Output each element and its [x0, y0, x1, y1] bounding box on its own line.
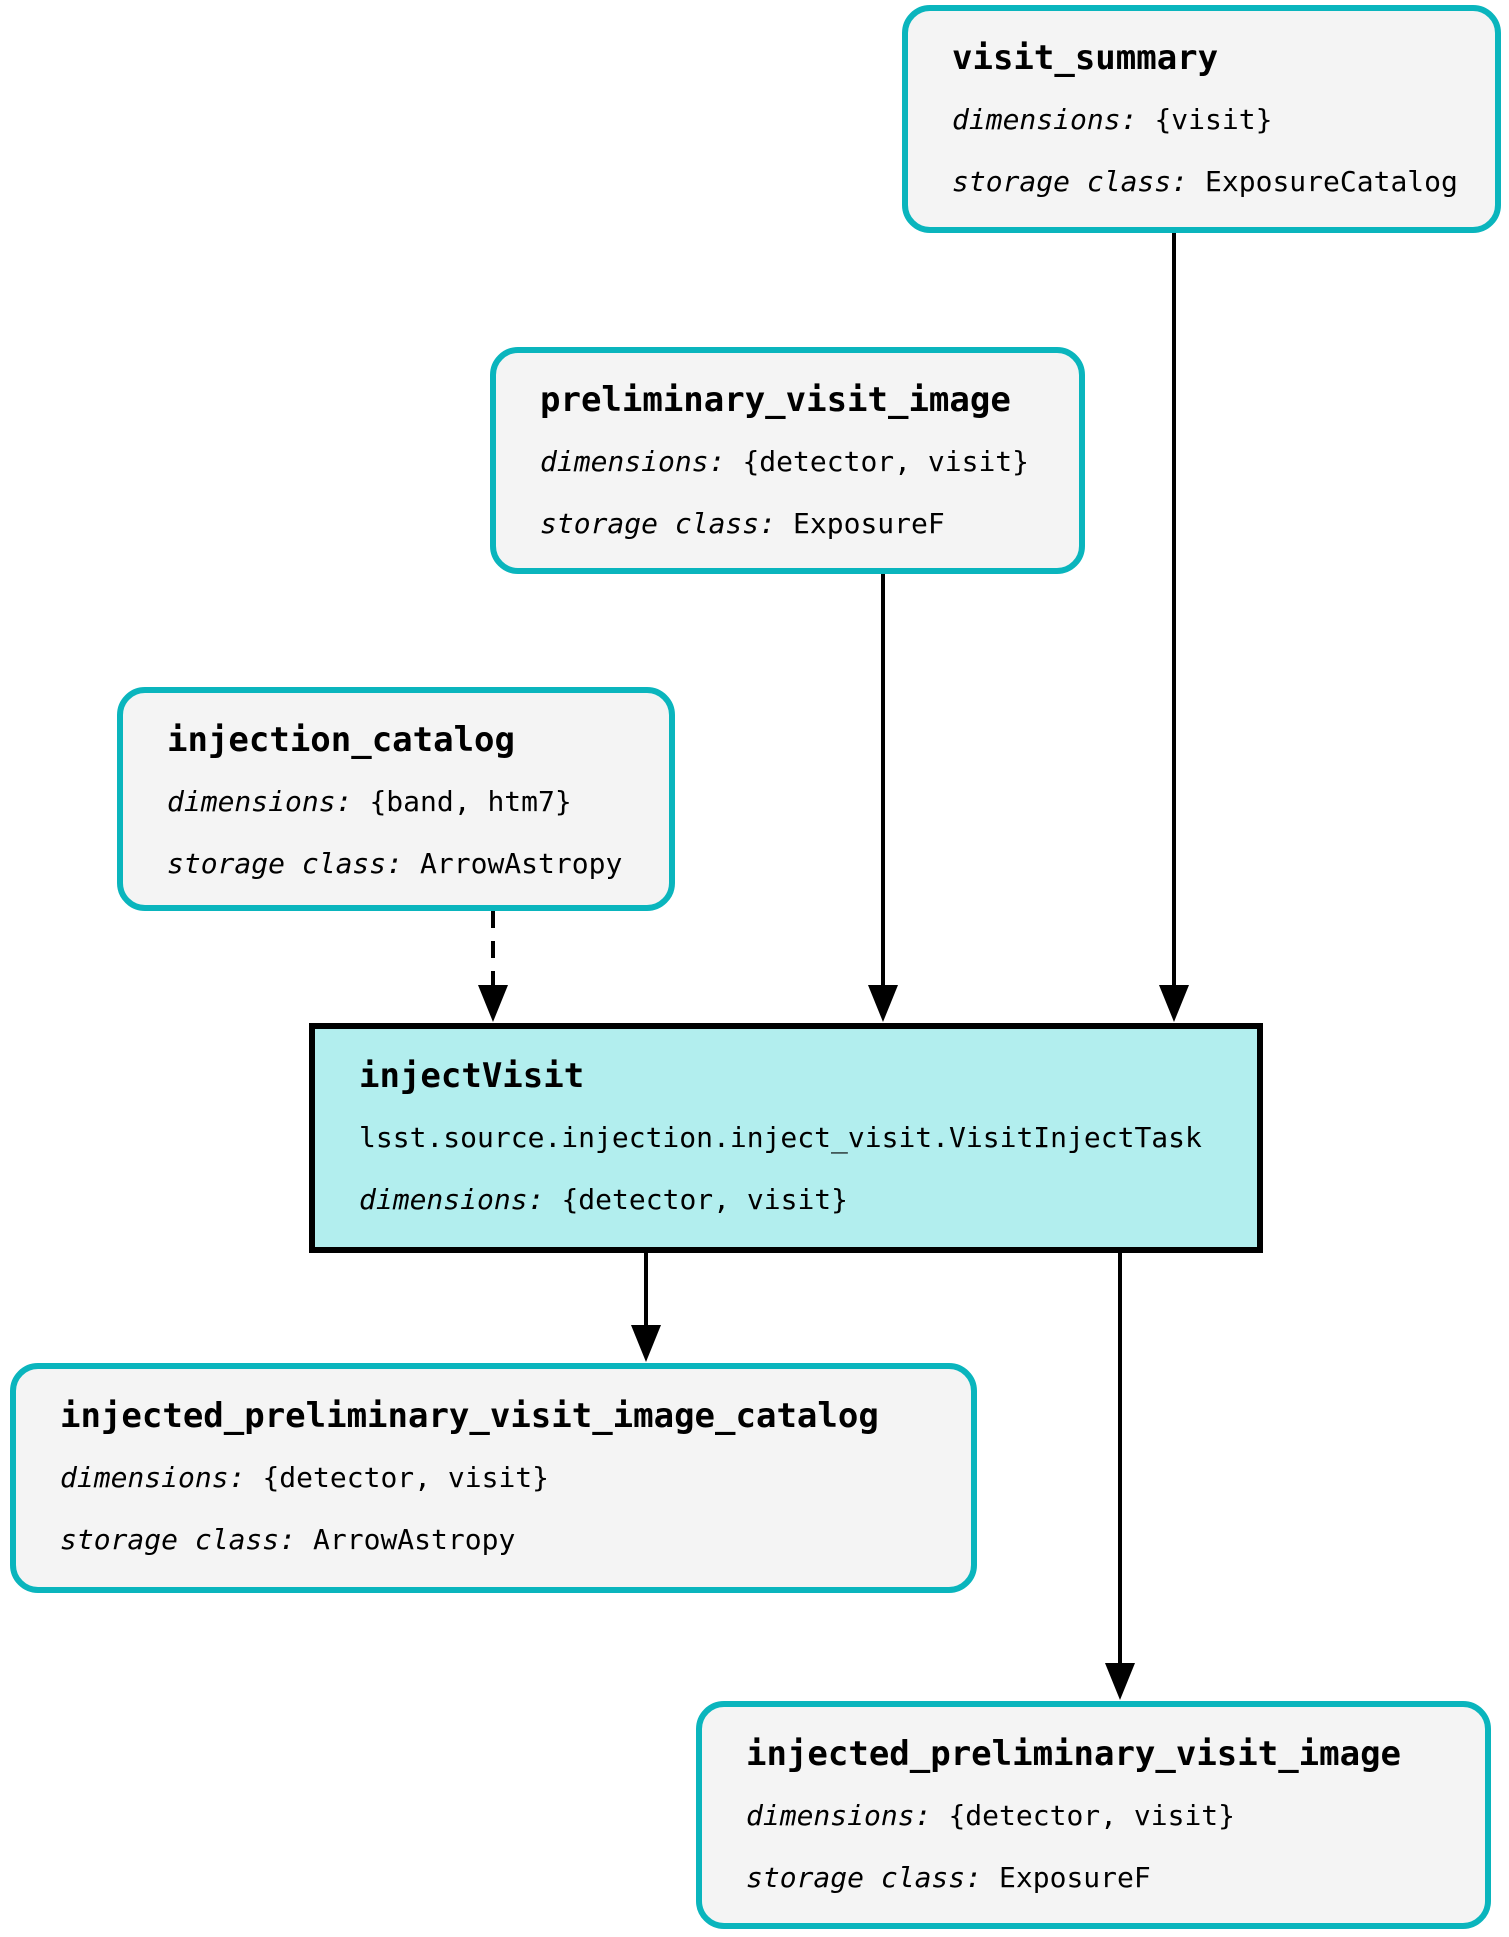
storage-class-label: storage class: [746, 1861, 983, 1894]
dimensions-value: {band, htm7} [369, 785, 572, 818]
storage-class-value: ExposureCatalog [1205, 165, 1458, 198]
arrowhead-icon [478, 985, 508, 1022]
task-title: injectVisit [359, 1056, 585, 1096]
dataset-node-preliminary-visit-image: preliminary_visit_image dimensions: {dete… [490, 347, 1085, 574]
dimensions-row: dimensions: {band, htm7} [167, 783, 649, 821]
storage-class-row: storage class: ExposureF [540, 505, 1059, 543]
dimensions-value: {visit} [1154, 103, 1273, 136]
dimensions-label: dimensions: [167, 785, 353, 818]
dimensions-label: dimensions: [540, 445, 726, 478]
arrowhead-icon [868, 985, 898, 1022]
dataset-title: visit_summary [952, 38, 1219, 78]
dataset-node-injected-preliminary-visit-image: injected_preliminary_visit_image dimensi… [696, 1701, 1491, 1929]
dimensions-row: dimensions: {visit} [952, 101, 1475, 139]
storage-class-row: storage class: ArrowAstropy [167, 845, 649, 883]
dimensions-value: {detector, visit} [561, 1183, 849, 1216]
dimensions-label: dimensions: [60, 1461, 246, 1494]
edge-injectvisit-to-injected-pvi [1105, 1253, 1135, 1700]
storage-class-row: storage class: ExposureF [746, 1859, 1465, 1897]
storage-class-value: ArrowAstropy [420, 847, 623, 880]
dimensions-row: dimensions: {detector, visit} [359, 1181, 1237, 1219]
dimensions-row: dimensions: {detector, visit} [746, 1797, 1465, 1835]
dataset-title: injected_preliminary_visit_image_catalog [60, 1396, 879, 1436]
task-class-path: lsst.source.injection.inject_visit.Visit… [359, 1121, 1202, 1154]
storage-class-value: ExposureF [999, 1861, 1151, 1894]
dimensions-value: {detector, visit} [262, 1461, 550, 1494]
edge-visit-summary-to-injectvisit [1159, 233, 1189, 1022]
storage-class-label: storage class: [60, 1523, 297, 1556]
edge-injection-catalog-to-injectvisit [478, 911, 508, 1022]
storage-class-label: storage class: [540, 507, 777, 540]
dimensions-value: {detector, visit} [948, 1799, 1236, 1832]
dimensions-value: {detector, visit} [742, 445, 1030, 478]
dataset-title: injected_preliminary_visit_image [746, 1734, 1402, 1774]
storage-class-row: storage class: ExposureCatalog [952, 163, 1475, 201]
storage-class-label: storage class: [952, 165, 1189, 198]
dimensions-label: dimensions: [746, 1799, 932, 1832]
dataset-title: preliminary_visit_image [540, 380, 1011, 420]
dataset-node-injected-preliminary-visit-image-catalog: injected_preliminary_visit_image_catalog… [10, 1363, 977, 1593]
dimensions-label: dimensions: [952, 103, 1138, 136]
dataset-node-visit-summary: visit_summary dimensions: {visit} storage… [902, 5, 1501, 233]
storage-class-value: ArrowAstropy [313, 1523, 516, 1556]
edge-preliminary-visit-image-to-injectvisit [868, 574, 898, 1022]
dimensions-row: dimensions: {detector, visit} [60, 1459, 951, 1497]
dataset-node-injection-catalog: injection_catalog dimensions: {band, htm7… [117, 687, 675, 911]
storage-class-row: storage class: ArrowAstropy [60, 1521, 951, 1559]
dataset-title: injection_catalog [167, 720, 515, 760]
edge-injectvisit-to-injected-pvi-catalog [631, 1253, 661, 1362]
arrowhead-icon [1159, 985, 1189, 1022]
dimensions-row: dimensions: {detector, visit} [540, 443, 1059, 481]
storage-class-value: ExposureF [793, 507, 945, 540]
task-node-inject-visit: injectVisit lsst.source.injection.inject… [309, 1023, 1263, 1253]
arrowhead-icon [1105, 1663, 1135, 1700]
storage-class-label: storage class: [167, 847, 404, 880]
dimensions-label: dimensions: [359, 1183, 545, 1216]
arrowhead-icon [631, 1325, 661, 1362]
